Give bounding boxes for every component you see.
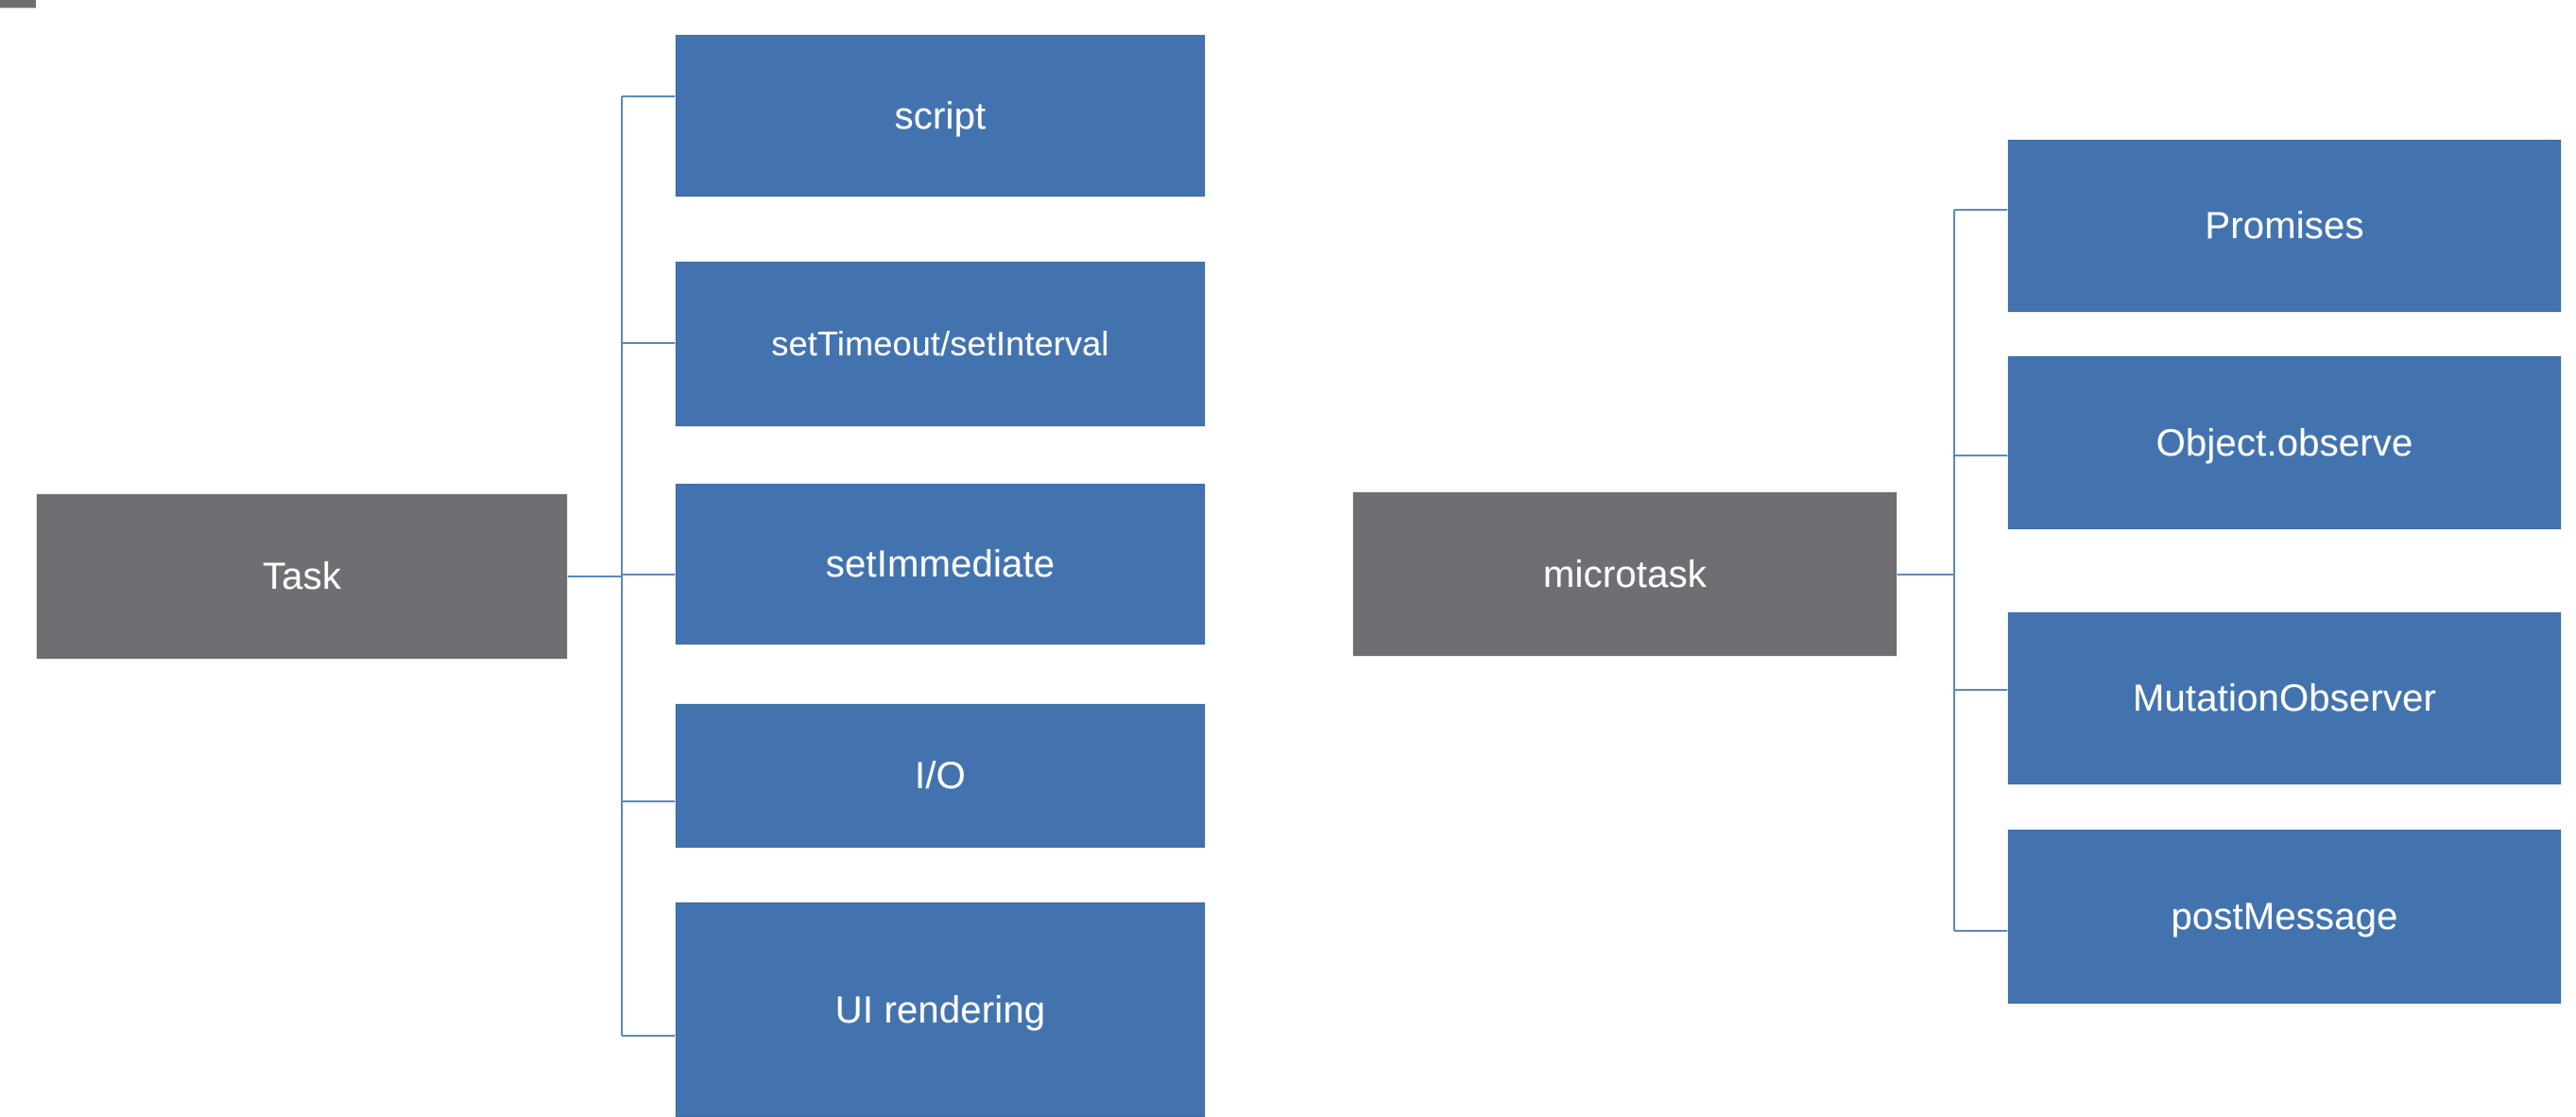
node-ui-rendering[interactable]: UI rendering bbox=[676, 902, 1205, 1117]
node-promises-label: Promises bbox=[2205, 205, 2364, 247]
node-object-observe-label: Object.observe bbox=[2155, 421, 2413, 464]
node-microtask-label: microtask bbox=[1543, 553, 1707, 595]
node-task-label: Task bbox=[262, 556, 342, 597]
gray-bar-fragment bbox=[0, 0, 36, 8]
node-mutationobserver-label: MutationObserver bbox=[2132, 678, 2437, 719]
node-script[interactable]: script bbox=[676, 35, 1205, 197]
connector-task-script bbox=[622, 95, 676, 97]
connector-trunk-microtask bbox=[1953, 210, 1955, 931]
node-script-label: script bbox=[894, 95, 987, 137]
connector-task-ui-rendering bbox=[622, 1035, 676, 1037]
connector-microtask-object-observe bbox=[1954, 455, 2008, 456]
node-settimeout-setinterval[interactable]: setTimeout/setInterval bbox=[676, 262, 1205, 426]
connector-root-microtask bbox=[1897, 574, 1954, 576]
connector-trunk-task bbox=[621, 96, 623, 1036]
node-microtask[interactable]: microtask bbox=[1353, 492, 1897, 656]
node-object-observe[interactable]: Object.observe bbox=[2008, 356, 2561, 529]
connector-microtask-promises bbox=[1954, 209, 2008, 211]
node-promises[interactable]: Promises bbox=[2008, 140, 2561, 312]
connector-task-i-o bbox=[622, 800, 676, 802]
node-settimeout-setinterval-label: setTimeout/setInterval bbox=[771, 324, 1109, 364]
connector-task-settimeout-setinterval bbox=[622, 342, 676, 344]
node-i-o-label: I/O bbox=[915, 755, 966, 797]
node-postmessage-label: postMessage bbox=[2171, 896, 2398, 937]
node-mutationobserver[interactable]: MutationObserver bbox=[2008, 612, 2561, 784]
node-ui-rendering-label: UI rendering bbox=[834, 988, 1046, 1031]
node-task[interactable]: Task bbox=[37, 494, 567, 659]
node-i-o[interactable]: I/O bbox=[676, 704, 1205, 848]
connector-root-task bbox=[567, 576, 622, 577]
node-postmessage[interactable]: postMessage bbox=[2008, 830, 2561, 1004]
connector-microtask-mutationobserver bbox=[1954, 689, 2008, 691]
connector-task-setimmediate bbox=[622, 574, 676, 576]
connector-microtask-postmessage bbox=[1954, 930, 2008, 932]
node-setimmediate-label: setImmediate bbox=[825, 543, 1056, 585]
node-setimmediate[interactable]: setImmediate bbox=[676, 484, 1205, 644]
